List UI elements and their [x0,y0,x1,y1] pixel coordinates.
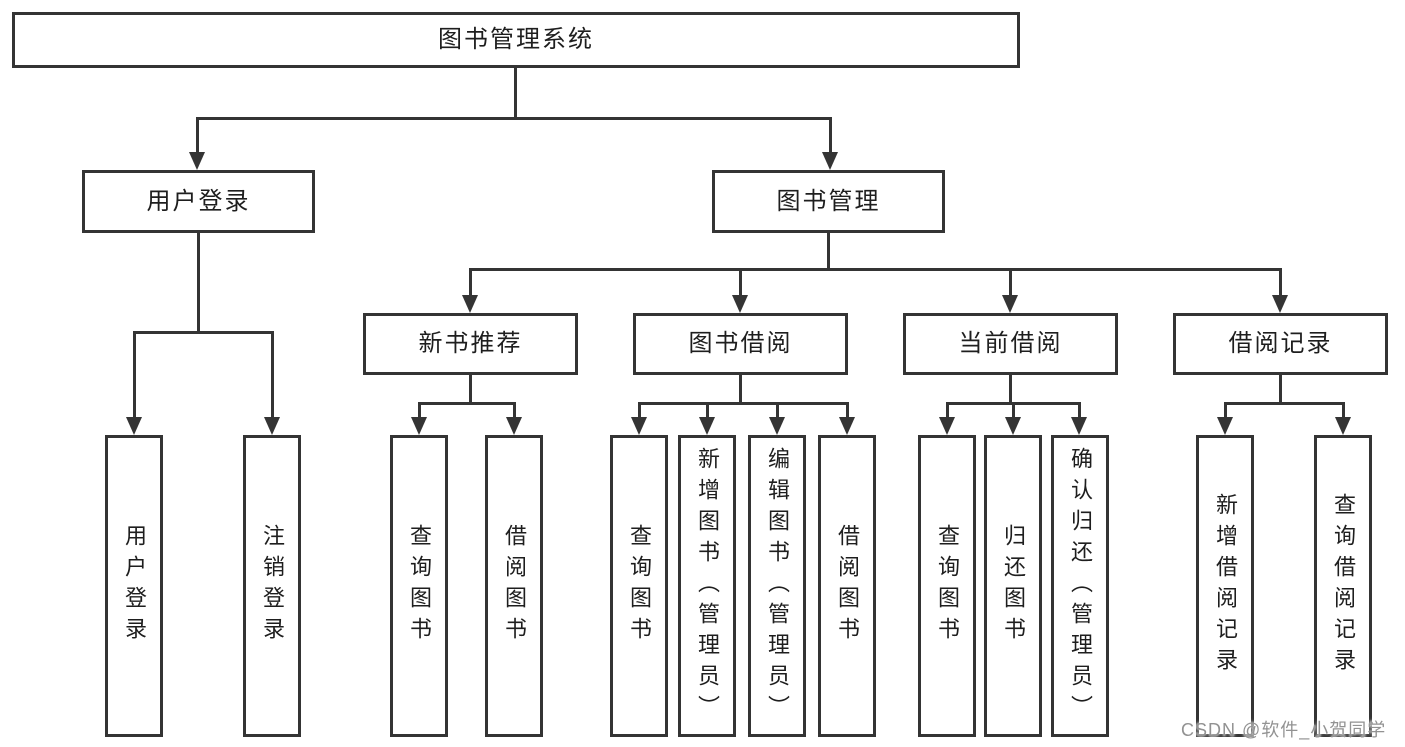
node-root-library-system: 图书管理系统 [12,12,1020,68]
arrow-down-icon [411,417,427,435]
arrow-down-icon [939,417,955,435]
connector-to-leaf-logout [271,331,274,419]
node-new-book-recommendation: 新书推荐 [363,313,578,375]
connector-leaf [1078,402,1081,419]
connector-group-e-stub [1279,375,1282,405]
connector-group-b-stub [469,375,472,405]
connector-to-current-borrowing [1009,268,1012,296]
leaf-edit-books-admin: 编辑图书（管理员） [748,435,806,737]
arrow-down-icon [1335,417,1351,435]
connector-to-book-management [829,117,832,154]
connector-group-c-stub [739,375,742,405]
connector-to-user-login [196,117,199,154]
leaf-query-books-recommend: 查询图书 [390,435,448,737]
node-user-login: 用户登录 [82,170,315,233]
arrow-down-icon [1071,417,1087,435]
leaf-query-borrow-record: 查询借阅记录 [1314,435,1372,737]
connector-leaf [638,402,641,419]
leaf-logout: 注销登录 [243,435,301,737]
arrow-down-icon [1002,295,1018,313]
connector-group-b-rail [419,402,515,405]
leaf-user-login: 用户登录 [105,435,163,737]
node-book-borrowing: 图书借阅 [633,313,848,375]
connector-to-borrowing-records [1279,268,1282,296]
arrow-down-icon [189,152,205,170]
leaf-query-books-current: 查询图书 [918,435,976,737]
arrow-down-icon [631,417,647,435]
leaf-borrow-books-recommend: 借阅图书 [485,435,543,737]
arrow-down-icon [1217,417,1233,435]
arrow-down-icon [462,295,478,313]
connector-leaf [513,402,516,419]
leaf-confirm-return-admin: 确认归还（管理员） [1051,435,1109,737]
leaf-query-books-borrow: 查询图书 [610,435,668,737]
connector-root-stub [514,68,517,118]
arrow-down-icon [769,417,785,435]
node-current-borrowing: 当前借阅 [903,313,1118,375]
connector-level2-rail [196,117,832,120]
arrow-down-icon [1005,417,1021,435]
csdn-watermark: CSDN @软件_小贺同学 [1181,720,1387,740]
connector-leaf [846,402,849,419]
connector-book-management-stub [827,233,830,271]
leaf-borrow-books: 借阅图书 [818,435,876,737]
arrow-down-icon [732,295,748,313]
connector-leaf [1012,402,1015,419]
connector-to-leaf-user-login [133,331,136,419]
connector-group-e-rail [1225,402,1344,405]
node-borrowing-records: 借阅记录 [1173,313,1388,375]
leaf-add-borrow-record: 新增借阅记录 [1196,435,1254,737]
arrow-down-icon [839,417,855,435]
leaf-return-books: 归还图书 [984,435,1042,737]
connector-group-c-rail [639,402,848,405]
connector-to-new-book [469,268,472,296]
connector-group-d-stub [1009,375,1012,405]
connector-leaf [776,402,779,419]
arrow-down-icon [1272,295,1288,313]
connector-leaf [946,402,949,419]
arrow-down-icon [822,152,838,170]
connector-leaf [706,402,709,419]
connector-leaf [1342,402,1345,419]
connector-user-login-rail [133,331,274,334]
connector-user-login-stub [197,233,200,334]
arrow-down-icon [699,417,715,435]
arrow-down-icon [264,417,280,435]
node-book-management: 图书管理 [712,170,945,233]
arrow-down-icon [506,417,522,435]
arrow-down-icon [126,417,142,435]
connector-leaf [418,402,421,419]
connector-to-book-borrowing [739,268,742,296]
leaf-add-books-admin: 新增图书（管理员） [678,435,736,737]
connector-level3-rail [470,268,1281,271]
connector-leaf [1224,402,1227,419]
